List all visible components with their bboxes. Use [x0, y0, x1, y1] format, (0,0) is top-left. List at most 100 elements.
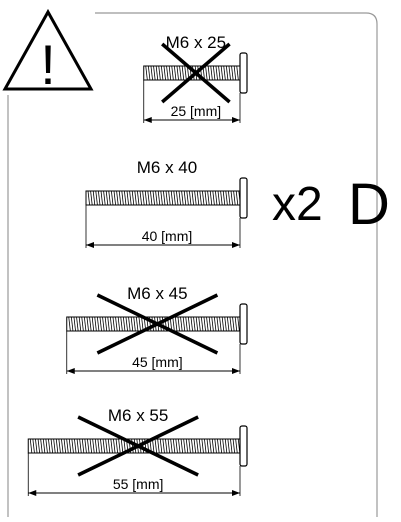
thread-hatch: [144, 190, 148, 206]
thread-hatch: [183, 190, 187, 206]
thread-hatch: [120, 438, 124, 454]
thread-hatch: [209, 438, 212, 454]
screw-head: [239, 52, 248, 94]
thread-hatch: [236, 65, 239, 81]
panel-frame: [95, 12, 378, 517]
thread-hatch: [174, 316, 178, 332]
thread-hatch: [71, 438, 74, 454]
thread-hatch: [118, 190, 122, 206]
thread-hatch: [113, 190, 116, 206]
thread-hatch: [118, 438, 121, 454]
thread-hatch: [185, 316, 188, 332]
thread-hatch: [102, 438, 106, 454]
thread-hatch: [92, 438, 95, 454]
thread-hatch: [235, 438, 238, 454]
thread-hatch: [196, 438, 199, 454]
thread-hatch: [58, 438, 61, 454]
thread-hatch: [135, 316, 139, 332]
thread-hatch: [150, 190, 153, 206]
thread-hatch: [223, 65, 226, 81]
thread-hatch: [222, 438, 225, 454]
thread-hatch: [152, 438, 155, 454]
dimension-arrow-left: [66, 368, 75, 374]
screw-size-label: M6 x 40: [137, 158, 197, 177]
thread-hatch: [175, 438, 178, 454]
thread-hatch: [66, 438, 69, 454]
thread-hatch: [228, 190, 231, 206]
thread-hatch: [100, 438, 103, 454]
thread-hatch: [205, 65, 208, 81]
thread-hatch: [199, 190, 202, 206]
dimension-arrow-right: [232, 368, 240, 374]
thread-hatch: [35, 438, 38, 454]
thread-hatch: [121, 190, 124, 206]
thread-hatch: [212, 190, 215, 206]
thread-hatch: [102, 316, 105, 332]
thread-hatch: [218, 65, 221, 81]
thread-hatch: [29, 438, 33, 454]
part-letter: D: [348, 172, 390, 237]
thread-hatch: [195, 316, 199, 332]
quantity-label: x2: [272, 178, 323, 231]
thread-hatch: [191, 438, 194, 454]
thread-hatch: [237, 316, 240, 332]
cross-out-line: [161, 42, 231, 104]
screw-length-label: 40 [mm]: [142, 228, 193, 244]
thread-hatch: [171, 65, 174, 81]
thread-hatch: [68, 316, 71, 332]
thread-hatch: [129, 190, 132, 206]
thread-hatch: [98, 190, 101, 206]
thread-hatch: [194, 190, 197, 206]
thread-hatch: [204, 438, 207, 454]
thread-hatch: [40, 438, 43, 454]
screw-length-label: 45 [mm]: [132, 354, 183, 370]
thread-hatch: [222, 190, 226, 206]
thread-hatch: [89, 438, 93, 454]
thread-hatch: [130, 316, 134, 332]
thread-hatch: [178, 438, 181, 454]
thread-hatch: [139, 190, 142, 206]
thread-hatch: [198, 438, 202, 454]
thread-hatch: [211, 316, 214, 332]
thread-hatch: [213, 316, 217, 332]
warning-symbol: !: [40, 33, 56, 96]
thread-hatch: [230, 438, 233, 454]
thread-hatch: [210, 65, 213, 81]
thread-hatch: [94, 316, 97, 332]
thread-hatch: [191, 190, 194, 206]
thread-hatch: [202, 190, 205, 206]
thread-hatch: [45, 438, 48, 454]
thread-hatch: [181, 190, 184, 206]
thread-hatch: [50, 438, 54, 454]
thread-hatch: [166, 65, 169, 81]
thread-hatch: [122, 316, 126, 332]
thread-hatch: [176, 65, 179, 81]
thread-hatch: [109, 316, 113, 332]
thread-hatch: [200, 316, 204, 332]
thread-hatch: [94, 438, 98, 454]
screw-size-label: M6 x 45: [127, 284, 187, 303]
thread-hatch: [225, 65, 229, 81]
dimension-arrow-right: [232, 242, 240, 248]
thread-hatch: [227, 438, 230, 454]
screw-size-label: M6 x 25: [166, 33, 226, 52]
thread-hatch: [81, 316, 84, 332]
screw-head: [239, 303, 248, 345]
thread-hatch: [232, 438, 236, 454]
thread-hatch: [162, 438, 165, 454]
thread-hatch: [81, 438, 85, 454]
thread-hatch: [160, 190, 163, 206]
thread-hatch: [124, 190, 127, 206]
thread-hatch: [115, 438, 119, 454]
thread-hatch: [103, 190, 106, 206]
thread-hatch: [125, 316, 128, 332]
thread-hatch: [235, 190, 239, 206]
thread-hatch: [100, 190, 103, 206]
thread-hatch: [96, 316, 100, 332]
thread-hatch: [92, 190, 96, 206]
thread-hatch: [180, 438, 184, 454]
thread-hatch: [231, 65, 234, 81]
thread-hatch: [189, 190, 192, 206]
thread-hatch: [217, 190, 220, 206]
thread-hatch: [224, 438, 228, 454]
